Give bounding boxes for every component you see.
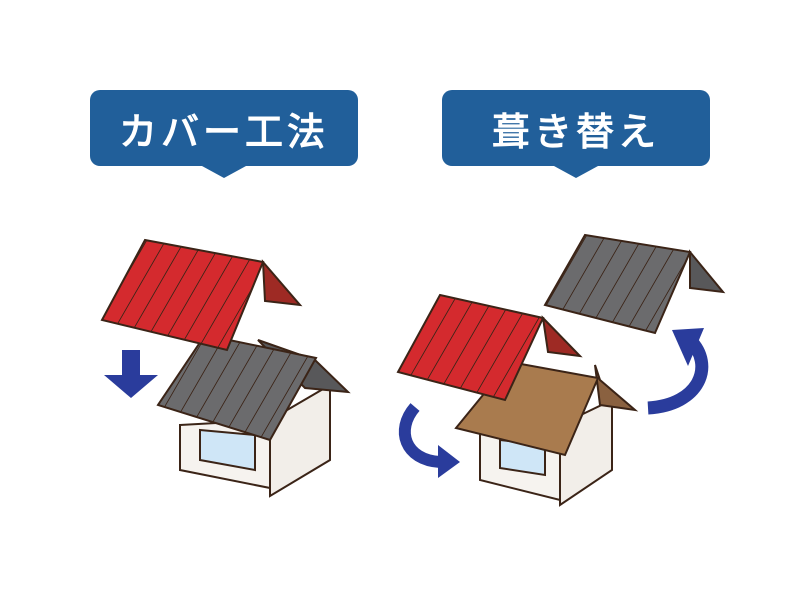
new-red-roof-right <box>396 293 583 402</box>
right-house <box>454 360 639 507</box>
reroofing-label-text: 葺き替え <box>491 109 660 154</box>
down-arrow-icon <box>104 350 158 398</box>
reroofing-label: 葺き替え <box>442 90 710 166</box>
cover-method-label-text: カバー工法 <box>118 109 329 154</box>
curved-arrow-down-icon <box>398 403 460 478</box>
old-gray-roof-removed <box>543 233 726 335</box>
window-icon <box>199 428 256 472</box>
curved-arrow-up-icon <box>647 328 709 415</box>
left-house <box>156 333 351 498</box>
cover-method-label: カバー工法 <box>90 90 358 166</box>
new-red-roof-left <box>100 238 303 352</box>
